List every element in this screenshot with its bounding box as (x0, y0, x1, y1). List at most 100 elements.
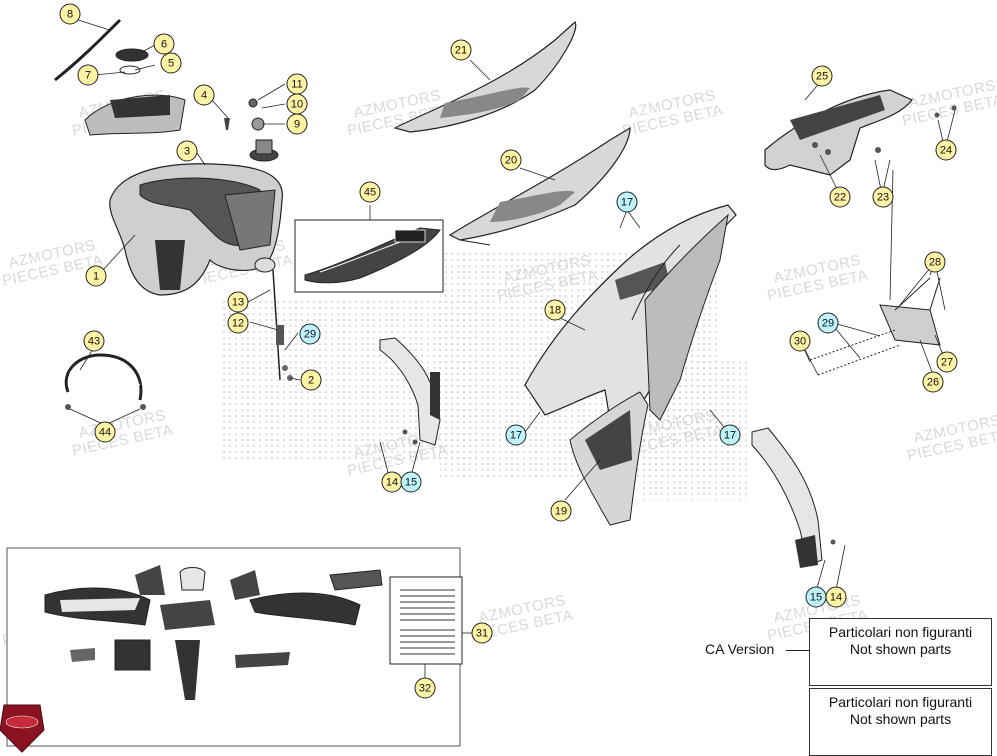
callout-circle (924, 251, 946, 273)
callout-number: 8 (67, 9, 73, 21)
callout-number: 19 (555, 506, 567, 518)
callout-circle (616, 191, 638, 213)
callout-number: 14 (386, 477, 398, 489)
callout-number: 15 (405, 477, 417, 489)
callout-11: 11 (286, 73, 308, 95)
callout-3: 3 (176, 140, 198, 162)
callout-5: 5 (160, 52, 182, 74)
not-shown-parts-title-it: Particolari non figuranti (828, 694, 973, 710)
callout-17: 17 (719, 424, 741, 446)
callout-14: 14 (381, 471, 403, 493)
callout-17: 17 (505, 424, 527, 446)
callout-circle (193, 84, 215, 106)
callout-10: 10 (286, 93, 308, 115)
callout-number: 26 (927, 377, 939, 389)
callout-circle (811, 65, 833, 87)
callout-number: 13 (232, 297, 244, 309)
callout-17: 17 (616, 191, 638, 213)
callout-number: 27 (941, 357, 953, 369)
callout-number: 4 (201, 90, 207, 102)
callout-30: 30 (789, 330, 811, 352)
not-shown-parts-title-en: Not shown parts (849, 641, 952, 657)
callout-number: 31 (476, 628, 488, 640)
callout-number: 45 (364, 187, 376, 199)
callout-number: 23 (877, 192, 889, 204)
callout-circle (872, 186, 894, 208)
callout-number: 9 (294, 119, 300, 131)
callout-24: 24 (935, 139, 957, 161)
callout-number: 17 (621, 197, 633, 209)
rear-fender (764, 89, 957, 176)
callout-number: 10 (291, 99, 303, 111)
callout-number: 28 (929, 257, 941, 269)
callout-circle (450, 39, 472, 61)
azmotors-logo (0, 704, 45, 753)
callout-9: 9 (286, 113, 308, 135)
callout-circle (817, 312, 839, 334)
callout-27: 27 (936, 351, 958, 373)
not-shown-parts-title-it: Particolari non figuranti (828, 624, 973, 640)
callout-circle (77, 64, 99, 86)
callout-12: 12 (227, 312, 249, 334)
callout-circle (805, 586, 827, 608)
shroud-right (751, 427, 836, 568)
callout-number: 22 (834, 192, 846, 204)
callout-circle (471, 622, 493, 644)
fuel-tank-group (54, 18, 293, 381)
ca-version-label: CA Version (705, 641, 775, 657)
callout-number: 21 (455, 45, 467, 57)
callout-25: 25 (811, 65, 833, 87)
callout-circle (299, 323, 321, 345)
callout-15: 15 (400, 471, 422, 493)
callout-8: 8 (59, 3, 81, 25)
callout-number: 17 (724, 430, 736, 442)
ca-version-leader (786, 650, 810, 651)
callout-number: 2 (308, 375, 314, 387)
callout-15: 15 (805, 586, 827, 608)
plate-bracket (809, 277, 941, 376)
callout-number: 17 (510, 430, 522, 442)
callout-2: 2 (300, 369, 322, 391)
part-45-box (294, 219, 444, 293)
callout-number: 32 (419, 683, 431, 695)
callout-18: 18 (544, 299, 566, 321)
callout-number: 7 (85, 70, 91, 82)
callout-circle (227, 291, 249, 313)
callout-number: 44 (99, 427, 111, 439)
callout-32: 32 (414, 677, 436, 699)
callout-circle (227, 312, 249, 334)
callout-number: 29 (822, 318, 834, 330)
callout-number: 11 (291, 79, 302, 91)
callout-29: 29 (817, 312, 839, 334)
not-shown-parts-title-en: Not shown parts (849, 711, 952, 727)
callout-number: 30 (794, 336, 806, 348)
callout-number: 14 (830, 592, 842, 604)
side-cover-group (524, 204, 737, 526)
callout-circle (789, 330, 811, 352)
callout-1: 1 (85, 265, 107, 287)
callout-21: 21 (450, 39, 472, 61)
callout-circle (400, 471, 422, 493)
callout-circle (160, 52, 182, 74)
callout-circle (414, 677, 436, 699)
callout-circle (83, 330, 105, 352)
callout-number: 6 (161, 39, 167, 51)
callout-number: 43 (88, 336, 100, 348)
callout-number: 15 (810, 592, 822, 604)
callout-26: 26 (922, 371, 944, 393)
callout-circle (935, 139, 957, 161)
callout-circle (719, 424, 741, 446)
callout-44: 44 (94, 421, 116, 443)
callout-circle (936, 351, 958, 373)
callout-number: 5 (168, 58, 174, 70)
callout-29: 29 (299, 323, 321, 345)
callout-number: 3 (184, 146, 190, 158)
callout-43: 43 (83, 330, 105, 352)
callout-45: 45 (359, 181, 381, 203)
callout-number: 1 (93, 271, 99, 283)
